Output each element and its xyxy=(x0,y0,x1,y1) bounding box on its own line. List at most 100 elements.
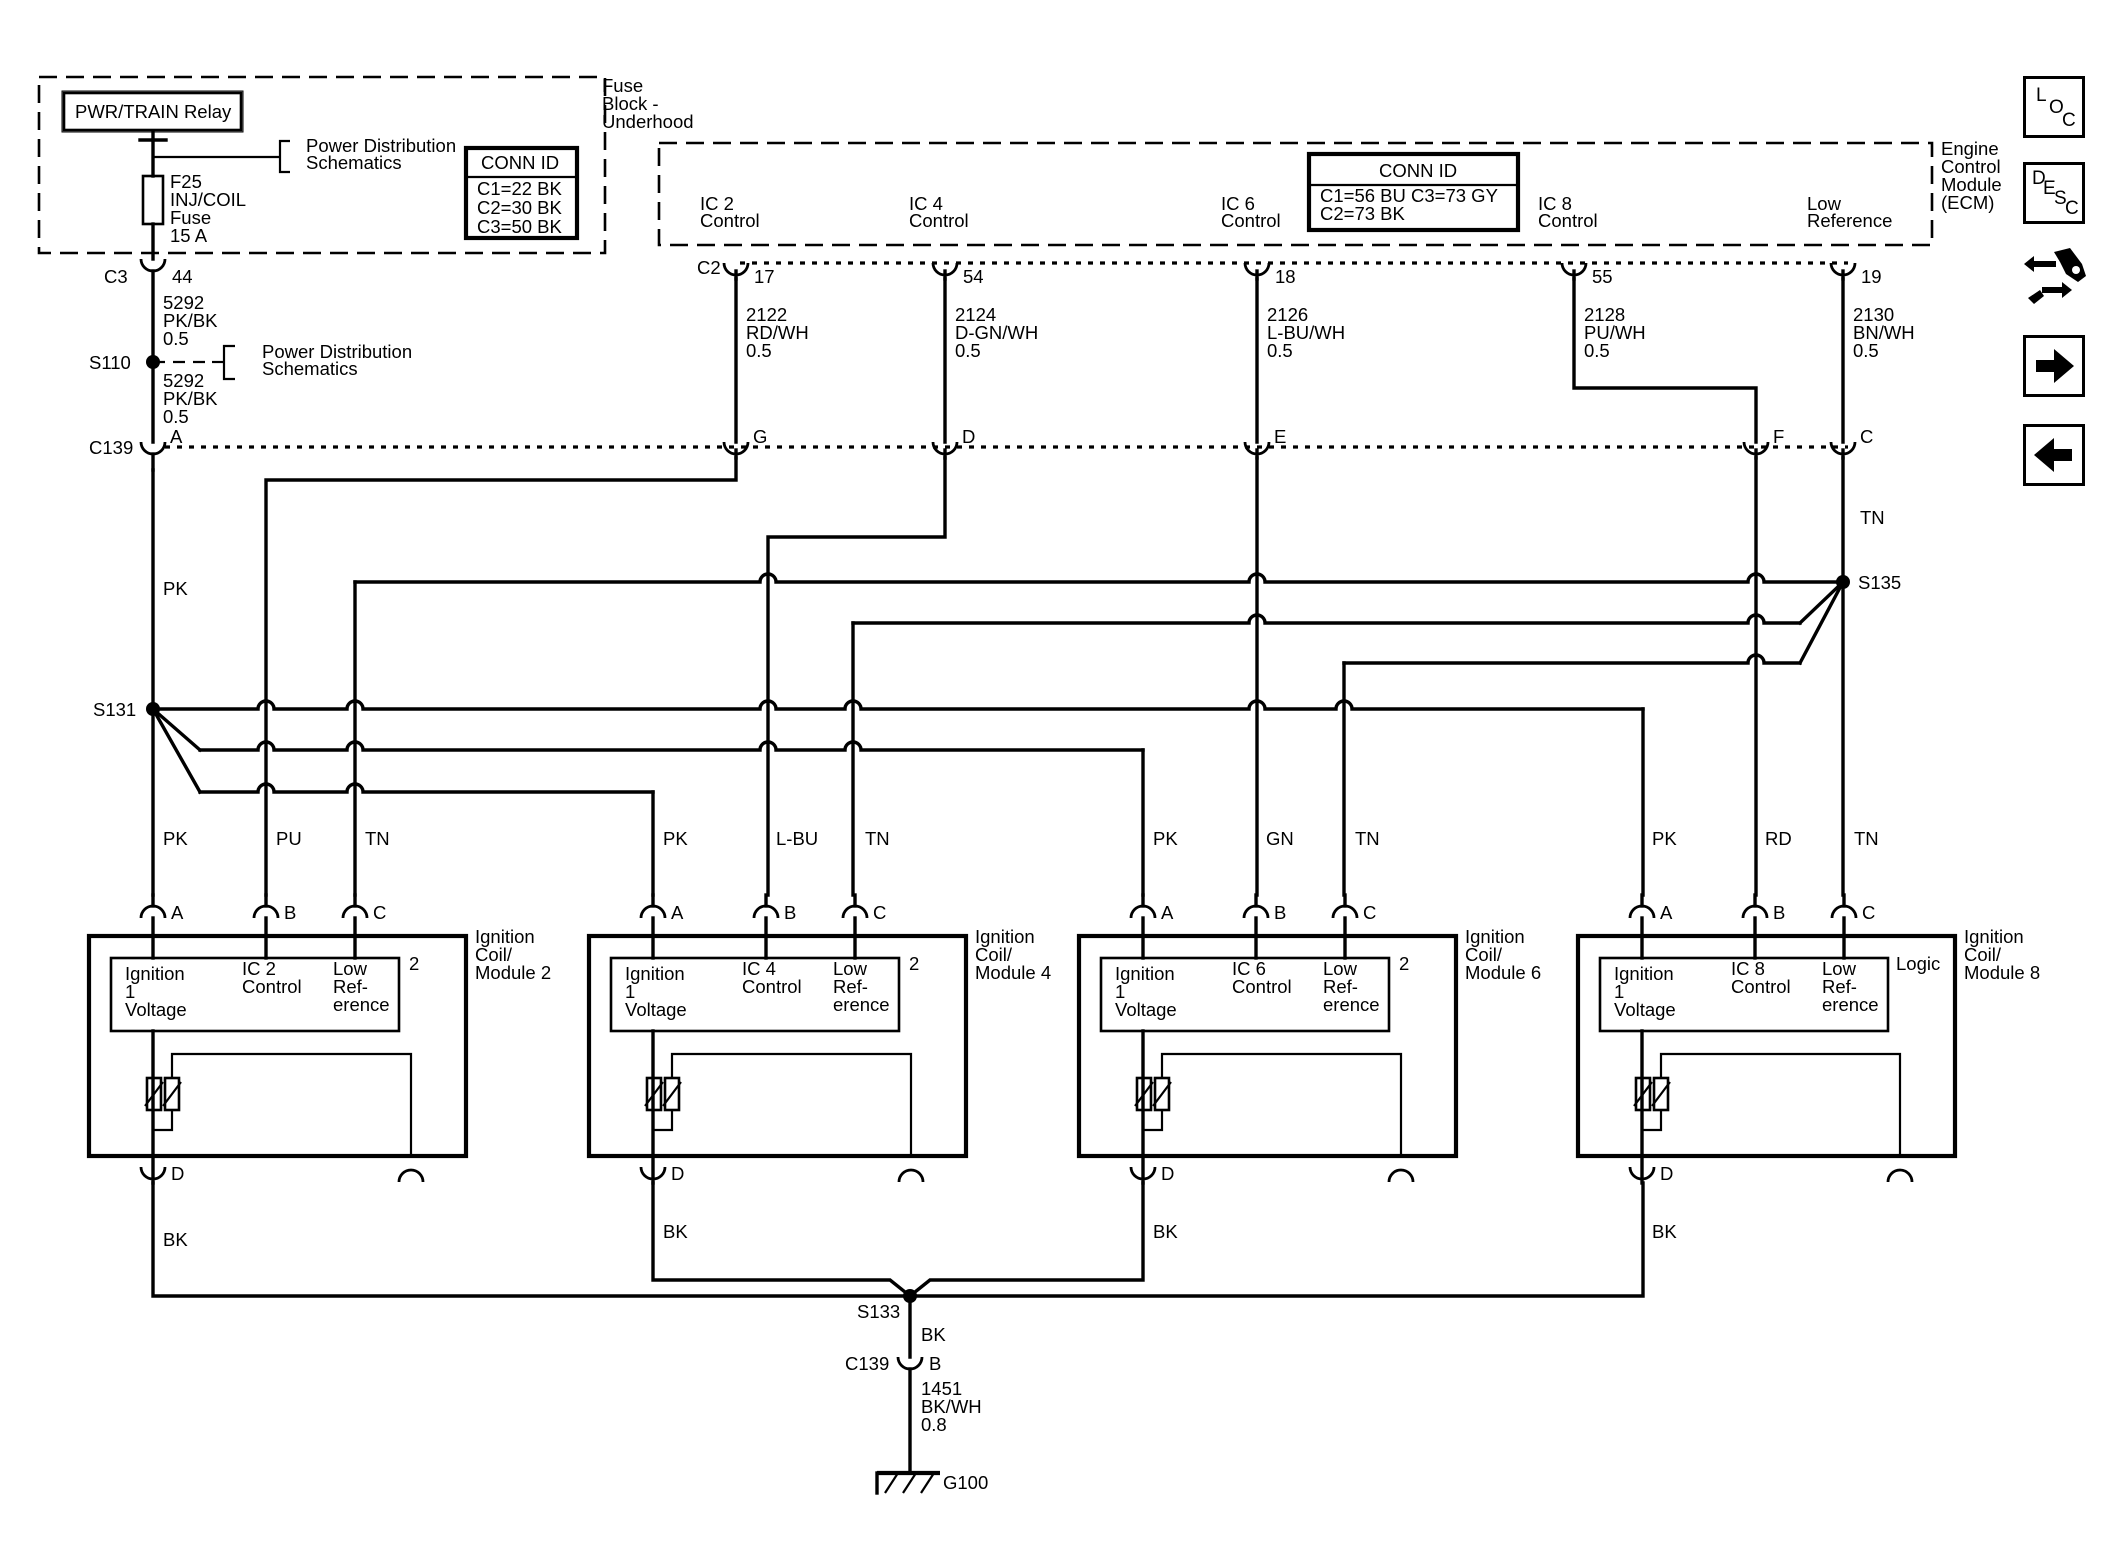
coil-pin-cup xyxy=(139,904,167,919)
ecm-circuit-name-line: IC 6 xyxy=(1221,193,1255,214)
wire-1451-label-line: 1451 xyxy=(921,1378,962,1399)
pk-branch-coil4 xyxy=(198,782,655,794)
coil-ic-control-label-line: IC 4 xyxy=(742,958,776,979)
pk-diag-coil6 xyxy=(150,706,203,753)
coil-pin-d-letter: D xyxy=(1660,1163,1673,1184)
wire-color-tn-s135: TN xyxy=(1860,507,1885,528)
coil-spark-output xyxy=(1886,1168,1914,1183)
connector-arrows-icon xyxy=(2024,248,2086,304)
coil-ign-voltage-label-line: Voltage xyxy=(1614,999,1676,1020)
coil-logic-box xyxy=(109,956,401,1033)
desc-button[interactable]: D E S C xyxy=(2023,162,2085,224)
coil-winding-mark-1 xyxy=(644,1081,664,1107)
coil-pin-cup xyxy=(1830,904,1858,919)
fuse-f25-label-line: F25 xyxy=(170,171,202,192)
coil-module-title-line: Coil/ xyxy=(975,944,1013,965)
coil-wire-color: PK xyxy=(1153,828,1178,849)
coil-pin-d-letter: D xyxy=(171,1163,184,1184)
ecm-circuit-name-line: IC 8 xyxy=(1538,193,1572,214)
coil-pin-letter: A xyxy=(671,902,684,923)
coil-winding-mark-2 xyxy=(1651,1081,1671,1107)
coil-spark-output xyxy=(397,1168,425,1183)
ecm-wire-label-line: 0.5 xyxy=(955,340,981,361)
ground-c139-label: C139 xyxy=(845,1353,889,1374)
desc-letter-e: E xyxy=(2043,178,2056,199)
ecm-wire-label-line: 2126 xyxy=(1267,304,1308,325)
previous-button[interactable] xyxy=(2023,424,2085,486)
coil-wire-color: TN xyxy=(865,828,890,849)
wire-pu-ic2 xyxy=(264,456,738,897)
coil-logic-box xyxy=(1598,956,1890,1033)
fuse-conn-id-values-line: C1=22 BK xyxy=(477,178,563,199)
c139-connector-row: C139 A PK TN xyxy=(89,426,1885,897)
coil-ground-wire-color: BK xyxy=(1153,1221,1178,1242)
fuse-f25-label-line: INJ/COIL xyxy=(170,189,246,210)
power-distribution-schematics-link-1-line: Schematics xyxy=(306,152,402,173)
coil-primary-winding xyxy=(145,1076,163,1112)
splice-s135-label: S135 xyxy=(1858,572,1901,593)
coil-pin-cup xyxy=(841,904,869,919)
arrow-left-icon xyxy=(2034,438,2072,472)
coil-module-title-line: Coil/ xyxy=(475,944,513,965)
coil-low-ref-label-line: erence xyxy=(1822,994,1879,1015)
fuse-conn-id-values-line: C3=50 BK xyxy=(477,216,563,237)
ecm-title-line: Control xyxy=(1941,156,2001,177)
coil-ground-wire-color: BK xyxy=(663,1221,688,1242)
next-button[interactable] xyxy=(2023,335,2085,397)
ecm-title-line: Engine xyxy=(1941,138,1999,159)
coil-ign-voltage-label-line: 1 xyxy=(1614,981,1624,1002)
coil-winding-mark-2 xyxy=(662,1081,682,1107)
coil-wire-color: TN xyxy=(365,828,390,849)
coil-pin-letter: A xyxy=(1660,902,1673,923)
c139-label: C139 xyxy=(89,437,133,458)
coil-primary-winding xyxy=(645,1076,663,1112)
coil-wire-color: TN xyxy=(1854,828,1879,849)
ecm-pin-number: 18 xyxy=(1275,266,1296,287)
coil-ic-control-label-line: Control xyxy=(1731,976,1791,997)
coil-wire-color: PK xyxy=(663,828,688,849)
coil-module-body xyxy=(1575,933,1958,1159)
coil-pin-letter: A xyxy=(171,902,184,923)
coil-spark-output xyxy=(897,1168,925,1183)
ecm-circuit-name-line: IC 2 xyxy=(700,193,734,214)
coil-pin-cup xyxy=(1129,904,1157,919)
tn-diag-coil4 xyxy=(1797,579,1846,626)
ecm-wire-label-line: L-BU/WH xyxy=(1267,322,1345,343)
coil-module-title-line: Module 2 xyxy=(475,962,551,983)
coil-module-body xyxy=(1076,933,1459,1159)
coil-ground-wire-color: BK xyxy=(1652,1221,1677,1242)
coil-winding-mark-1 xyxy=(1633,1081,1653,1107)
connector-view-button[interactable] xyxy=(2020,242,2090,312)
loc-letter-c: C xyxy=(2062,110,2076,131)
power-distribution-schematics-link-2-line: Schematics xyxy=(262,358,358,379)
coil-ic-control-label-line: IC 2 xyxy=(242,958,276,979)
fuse-conn-id-title: CONN ID xyxy=(481,152,559,173)
coil-pin-letter: C xyxy=(1363,902,1376,923)
coil-low-ref-label-line: Low xyxy=(833,958,868,979)
ecm-wire-label-line: 2122 xyxy=(746,304,787,325)
ecm-circuit-name-line: Control xyxy=(1538,210,1598,231)
coil-module-title-line: Module 8 xyxy=(1964,962,2040,983)
loc-button[interactable]: L O C xyxy=(2023,76,2085,138)
wire-5292-label-bottom-line: 0.5 xyxy=(163,406,189,427)
coil-winding-mark-1 xyxy=(1134,1081,1154,1107)
ecm-circuit-name-line: IC 4 xyxy=(909,193,943,214)
ecm-wire-label-line: BN/WH xyxy=(1853,322,1915,343)
ecm-pin-number: 54 xyxy=(963,266,984,287)
ecm-pin-number: 17 xyxy=(754,266,775,287)
